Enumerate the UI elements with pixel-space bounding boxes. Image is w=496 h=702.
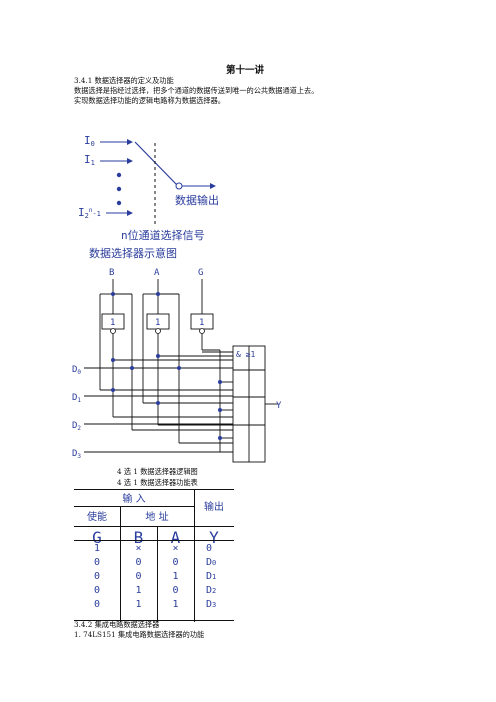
section-heading-3-4-2: 3.4.2 集成电路数据选择器 (74, 620, 160, 629)
header-enable: 使能 (87, 512, 107, 523)
table-row: 0 0 1 D1 (74, 571, 234, 585)
cell-a: × (172, 543, 179, 554)
ellipsis-dot (116, 186, 122, 192)
cell-a: 0 (172, 585, 179, 596)
col-y: Y (209, 528, 219, 547)
input-d1-label: D1 (72, 393, 81, 404)
cell-b: 0 (135, 557, 142, 568)
cell-y: D0 (206, 557, 217, 568)
cell-g: 0 (93, 599, 101, 610)
cell-g: 0 (93, 585, 101, 596)
header-divider (74, 506, 194, 507)
cell-y: D3 (206, 599, 217, 610)
cell-a: 0 (172, 557, 179, 568)
switch-arm (134, 141, 178, 186)
input-d0-label: D0 (72, 365, 81, 376)
selector-schematic: I0 I1 I2n-1 数据输出 n位通道选择信号 数据选择器示意图 (78, 134, 219, 260)
cell-b: × (135, 543, 142, 554)
gate-symbol-label: & ≥1 (236, 350, 255, 359)
cell-y: D2 (206, 585, 217, 596)
header-output: 输出 (204, 502, 224, 513)
cell-g: 0 (93, 571, 101, 582)
schematic-caption: 数据选择器示意图 (89, 246, 177, 260)
header-address: 地 址 (145, 512, 169, 523)
switch-contact (175, 182, 183, 190)
cell-g: 1 (93, 543, 101, 554)
ellipsis-dot (116, 200, 122, 206)
input-in-label: I2n-1 (78, 206, 101, 220)
table-row: 0 0 0 D0 (74, 557, 234, 571)
col-b: B (133, 528, 144, 547)
section-heading-3-4-1: 3.4.1 数据选择器的定义及功能 (74, 76, 174, 85)
cell-y: 0 (206, 543, 213, 554)
input-d2-label: D2 (72, 421, 81, 432)
cell-g: 0 (93, 557, 101, 568)
inverter-a-label: 1 (155, 318, 160, 328)
ellipsis-dot (116, 172, 122, 178)
input-d3-label: D3 (72, 449, 81, 460)
function-table-caption: 4 选 1 数据选择器功能表 (117, 478, 198, 487)
mux-logic-diagram: B A G (72, 268, 282, 463)
input-g-label: G (198, 268, 203, 278)
table-row: 1 × × 0 (74, 543, 234, 557)
page-title: 第十一讲 (226, 65, 265, 76)
col-a: A (170, 528, 181, 547)
input-b-label: B (109, 268, 114, 278)
output-y-label: Y (276, 401, 282, 411)
cell-a: 1 (172, 571, 179, 582)
input-a-label: A (154, 268, 160, 278)
logic-diagram-caption: 4 选 1 数据选择器逻辑图 (117, 467, 198, 476)
item-74ls151: 1. 74LS151 集成电路数据选择器的功能 (74, 630, 205, 639)
cell-b: 1 (135, 599, 142, 610)
input-i1-label: I1 (84, 153, 95, 167)
col-g: G (92, 528, 102, 547)
output-label: 数据输出 (175, 193, 219, 207)
header-input: 输 入 (122, 494, 146, 505)
cell-b: 1 (135, 585, 142, 596)
paragraph-definition: 数据选择是指经过选择，把多个通道的数据传送到唯一的公共数据通道上去。 (74, 86, 319, 95)
paragraph-logic-circuit: 实现数据选择功能的逻辑电路称为数据选择器。 (74, 96, 225, 105)
cell-y: D1 (206, 571, 217, 582)
select-signal-label: n位通道选择信号 (121, 228, 205, 242)
cell-a: 1 (172, 599, 179, 610)
inverter-g-label: 1 (199, 318, 204, 328)
inverter-b-label: 1 (110, 318, 115, 328)
input-i0-label: I0 (84, 134, 95, 148)
table-row: 0 1 1 D3 (74, 599, 234, 613)
table-row: 0 1 0 D2 (74, 585, 234, 599)
cell-b: 0 (135, 571, 142, 582)
